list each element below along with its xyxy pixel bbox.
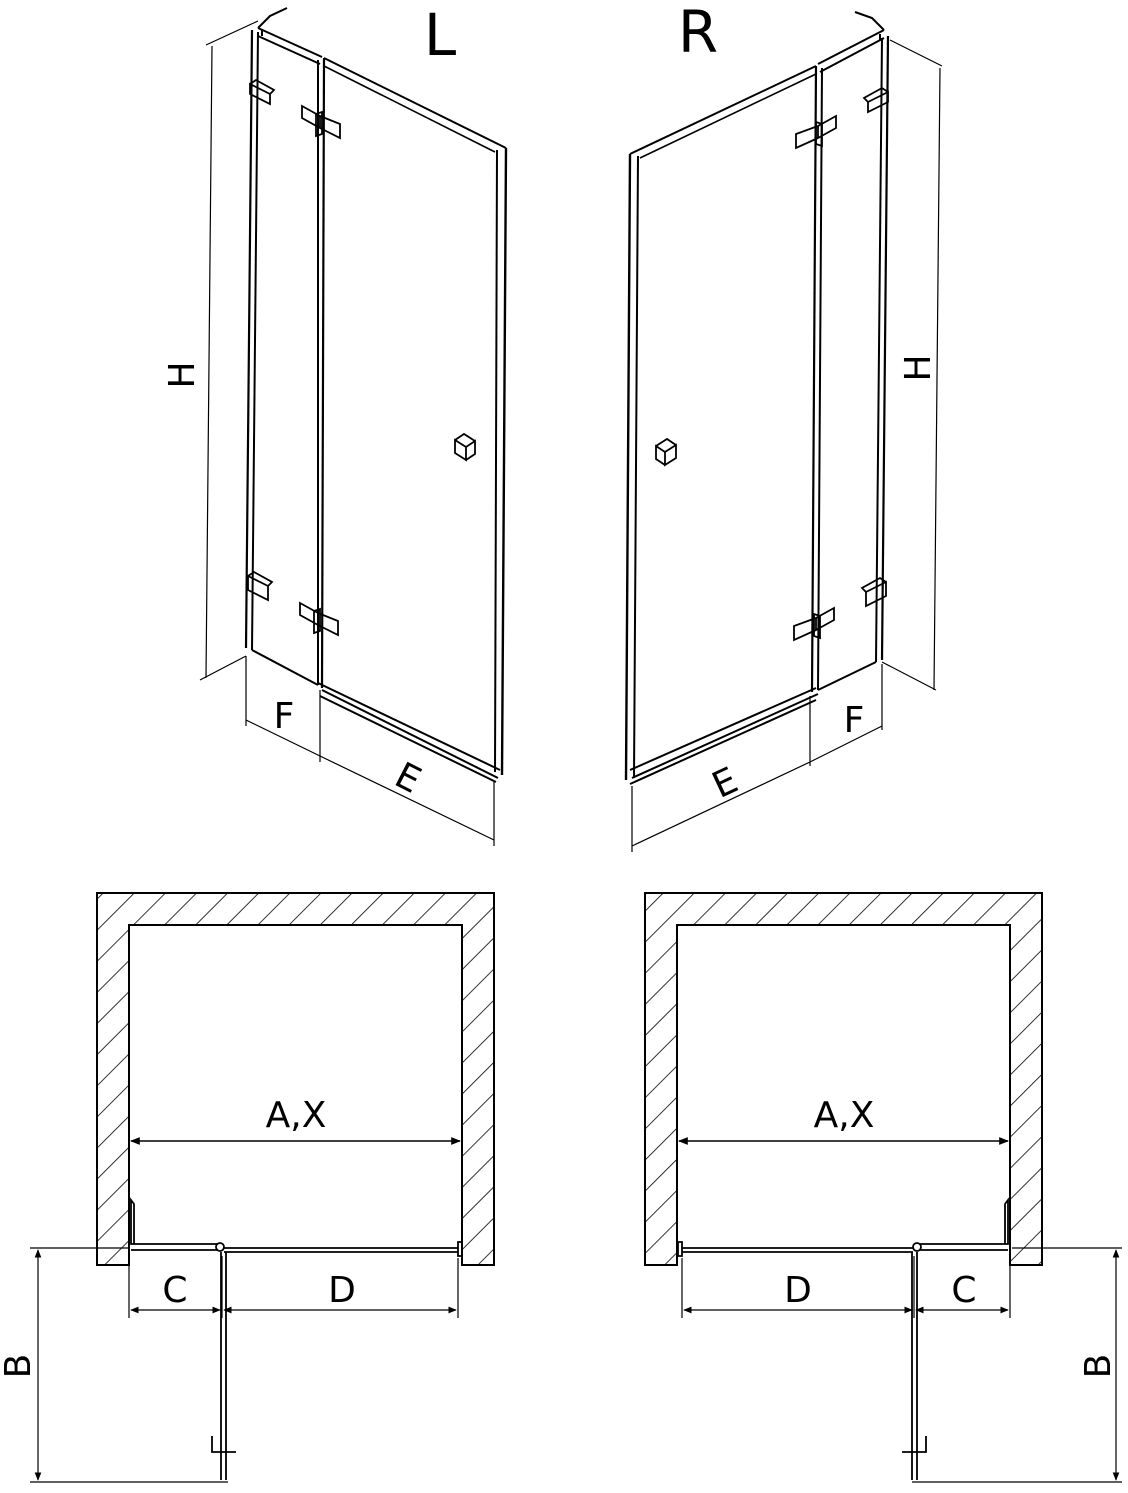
dim-label-ax-left: A,X <box>266 1095 327 1136</box>
dim-label-d-left: D <box>328 1270 356 1311</box>
plan-view-right: A,X D C B <box>644 892 1122 1483</box>
hinge-bottom-door-left <box>299 601 339 637</box>
wall-hatch-left <box>96 892 495 1266</box>
hinge-top-door-left <box>301 104 341 140</box>
plan-view-left: A,X C D B <box>0 892 495 1483</box>
hinge-bottom-fixed-right <box>860 576 887 608</box>
dim-label-h-right: H <box>898 354 939 381</box>
dim-fixed-left: F <box>245 656 321 762</box>
dim-height-left: H <box>162 20 259 681</box>
dim-height-right: H <box>881 39 943 691</box>
dim-label-c-left: C <box>162 1270 187 1311</box>
door-closed-left <box>224 1241 463 1257</box>
dim-fixed-right: F <box>809 664 883 766</box>
iso-view-right: R <box>624 0 943 852</box>
wall-profile-left <box>130 1197 218 1251</box>
hinge-top-door-right <box>795 114 837 150</box>
dim-label-c-right: C <box>951 1270 976 1311</box>
hinge-bottom-fixed-left <box>247 570 274 602</box>
dim-label-d-right: D <box>784 1270 812 1311</box>
door-open-right <box>902 1252 927 1480</box>
door-handle-right <box>655 437 677 467</box>
door-handle-left <box>454 432 476 462</box>
door-open-left <box>211 1252 236 1480</box>
hinge-top-fixed-left <box>249 78 276 106</box>
fixed-panel-right <box>810 35 890 693</box>
fixed-panel-left <box>244 29 326 689</box>
wall-bracket-left <box>257 7 323 65</box>
door-closed-right <box>677 1241 913 1257</box>
dim-label-f-right: F <box>844 700 865 741</box>
door-panel-right <box>624 65 819 785</box>
wall-bracket-right <box>817 11 885 73</box>
dim-label-ax-right: A,X <box>814 1095 875 1136</box>
hinge-top-fixed-right <box>862 86 889 114</box>
dim-label-b-right: B <box>1078 1354 1119 1379</box>
hinge-bottom-door-right <box>793 606 835 642</box>
dim-label-b-left: B <box>0 1354 39 1379</box>
door-panel-left <box>317 57 508 783</box>
view-label-left: L <box>424 1 456 69</box>
wall-profile-right <box>920 1197 1009 1251</box>
dim-label-e-left: E <box>388 755 427 802</box>
view-label-right: R <box>678 0 718 66</box>
dim-door-right: E <box>631 760 811 852</box>
iso-view-left: L <box>162 1 508 846</box>
dim-label-e-right: E <box>706 760 744 807</box>
dim-label-f-left: F <box>274 696 295 737</box>
dim-label-h-left: H <box>162 361 203 388</box>
wall-hatch-right <box>644 892 1043 1266</box>
